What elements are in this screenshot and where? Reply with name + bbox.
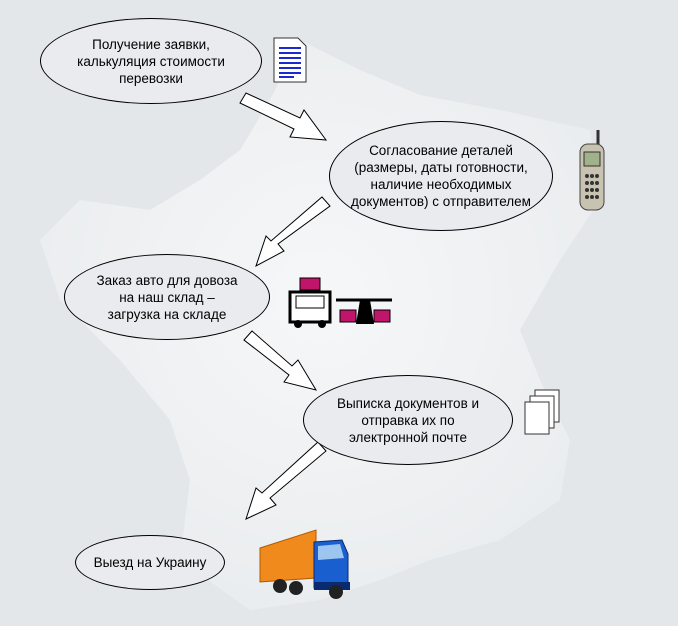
documents-stack-icon [524, 389, 560, 435]
arrow-1-to-2 [239, 92, 328, 141]
arrow-2-to-3 [255, 196, 331, 268]
step-2-text: Согласование деталей (размеры, даты гото… [351, 143, 531, 209]
step-3-text: Заказ авто для довоза на наш склад – заг… [96, 272, 238, 322]
arrow-4-to-5 [245, 441, 327, 520]
step-4-ellipse: Выписка документов и отправка их по элек… [303, 375, 513, 465]
step-5-text: Выезд на Украину [93, 555, 207, 570]
step-4-text: Выписка документов и отправка их по элек… [336, 395, 480, 445]
mobile-phone-icon [579, 130, 605, 211]
step-1-text: Получение заявки, калькуляция стоимости … [77, 36, 225, 86]
document-icon [273, 37, 307, 83]
step-2-ellipse: Согласование деталей (размеры, даты гото… [329, 121, 553, 231]
arrow-3-to-4 [243, 330, 318, 391]
truck-loading-icon [288, 277, 392, 328]
flow-arrows [239, 92, 331, 520]
step-1-ellipse: Получение заявки, калькуляция стоимости … [40, 18, 262, 104]
step-3-ellipse: Заказ авто для довоза на наш склад – заг… [64, 254, 270, 340]
semi-truck-icon [259, 529, 350, 599]
step-5-ellipse: Выезд на Украину [75, 535, 225, 590]
